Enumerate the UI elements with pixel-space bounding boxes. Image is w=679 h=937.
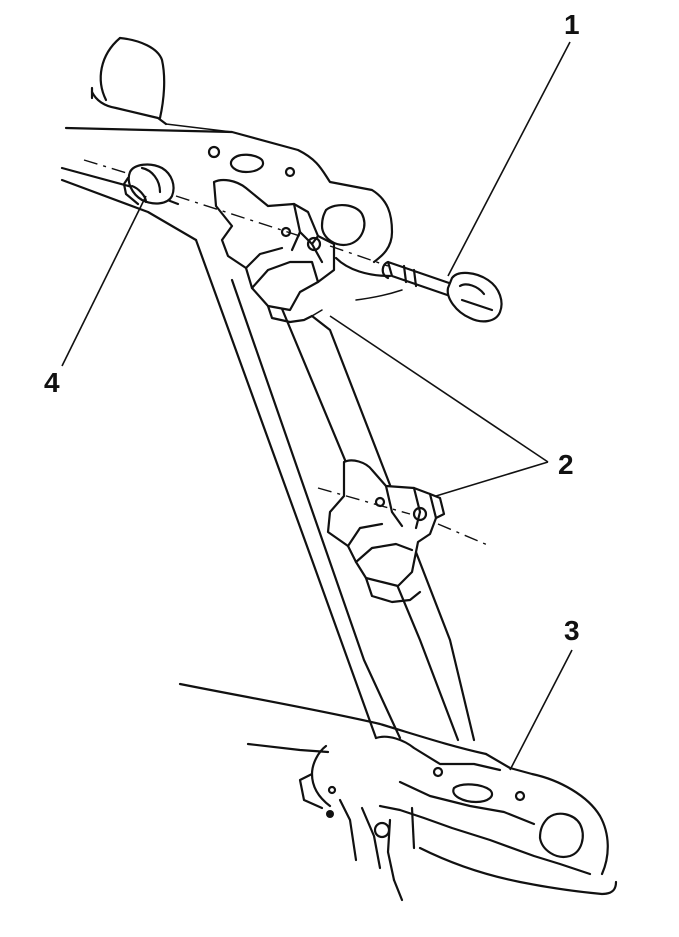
leader-2b [435, 461, 549, 497]
callout-1: 1 [564, 9, 580, 40]
center-lines [83, 159, 491, 547]
lower-frame-rail [178, 682, 618, 902]
leader-3 [509, 649, 573, 771]
callout-2: 2 [558, 449, 574, 480]
leader-lines [61, 41, 573, 771]
crossmember-strut [194, 238, 476, 742]
upper-bracket [212, 178, 336, 324]
leader-2a [329, 315, 549, 463]
leader-1 [447, 41, 571, 277]
callout-4: 4 [44, 367, 60, 398]
middle-bracket [326, 459, 446, 604]
leader-4 [61, 195, 147, 367]
bolt [381, 260, 503, 323]
callout-3: 3 [564, 615, 580, 646]
callout-labels: 1 2 3 4 [44, 9, 580, 646]
nut [122, 163, 175, 206]
